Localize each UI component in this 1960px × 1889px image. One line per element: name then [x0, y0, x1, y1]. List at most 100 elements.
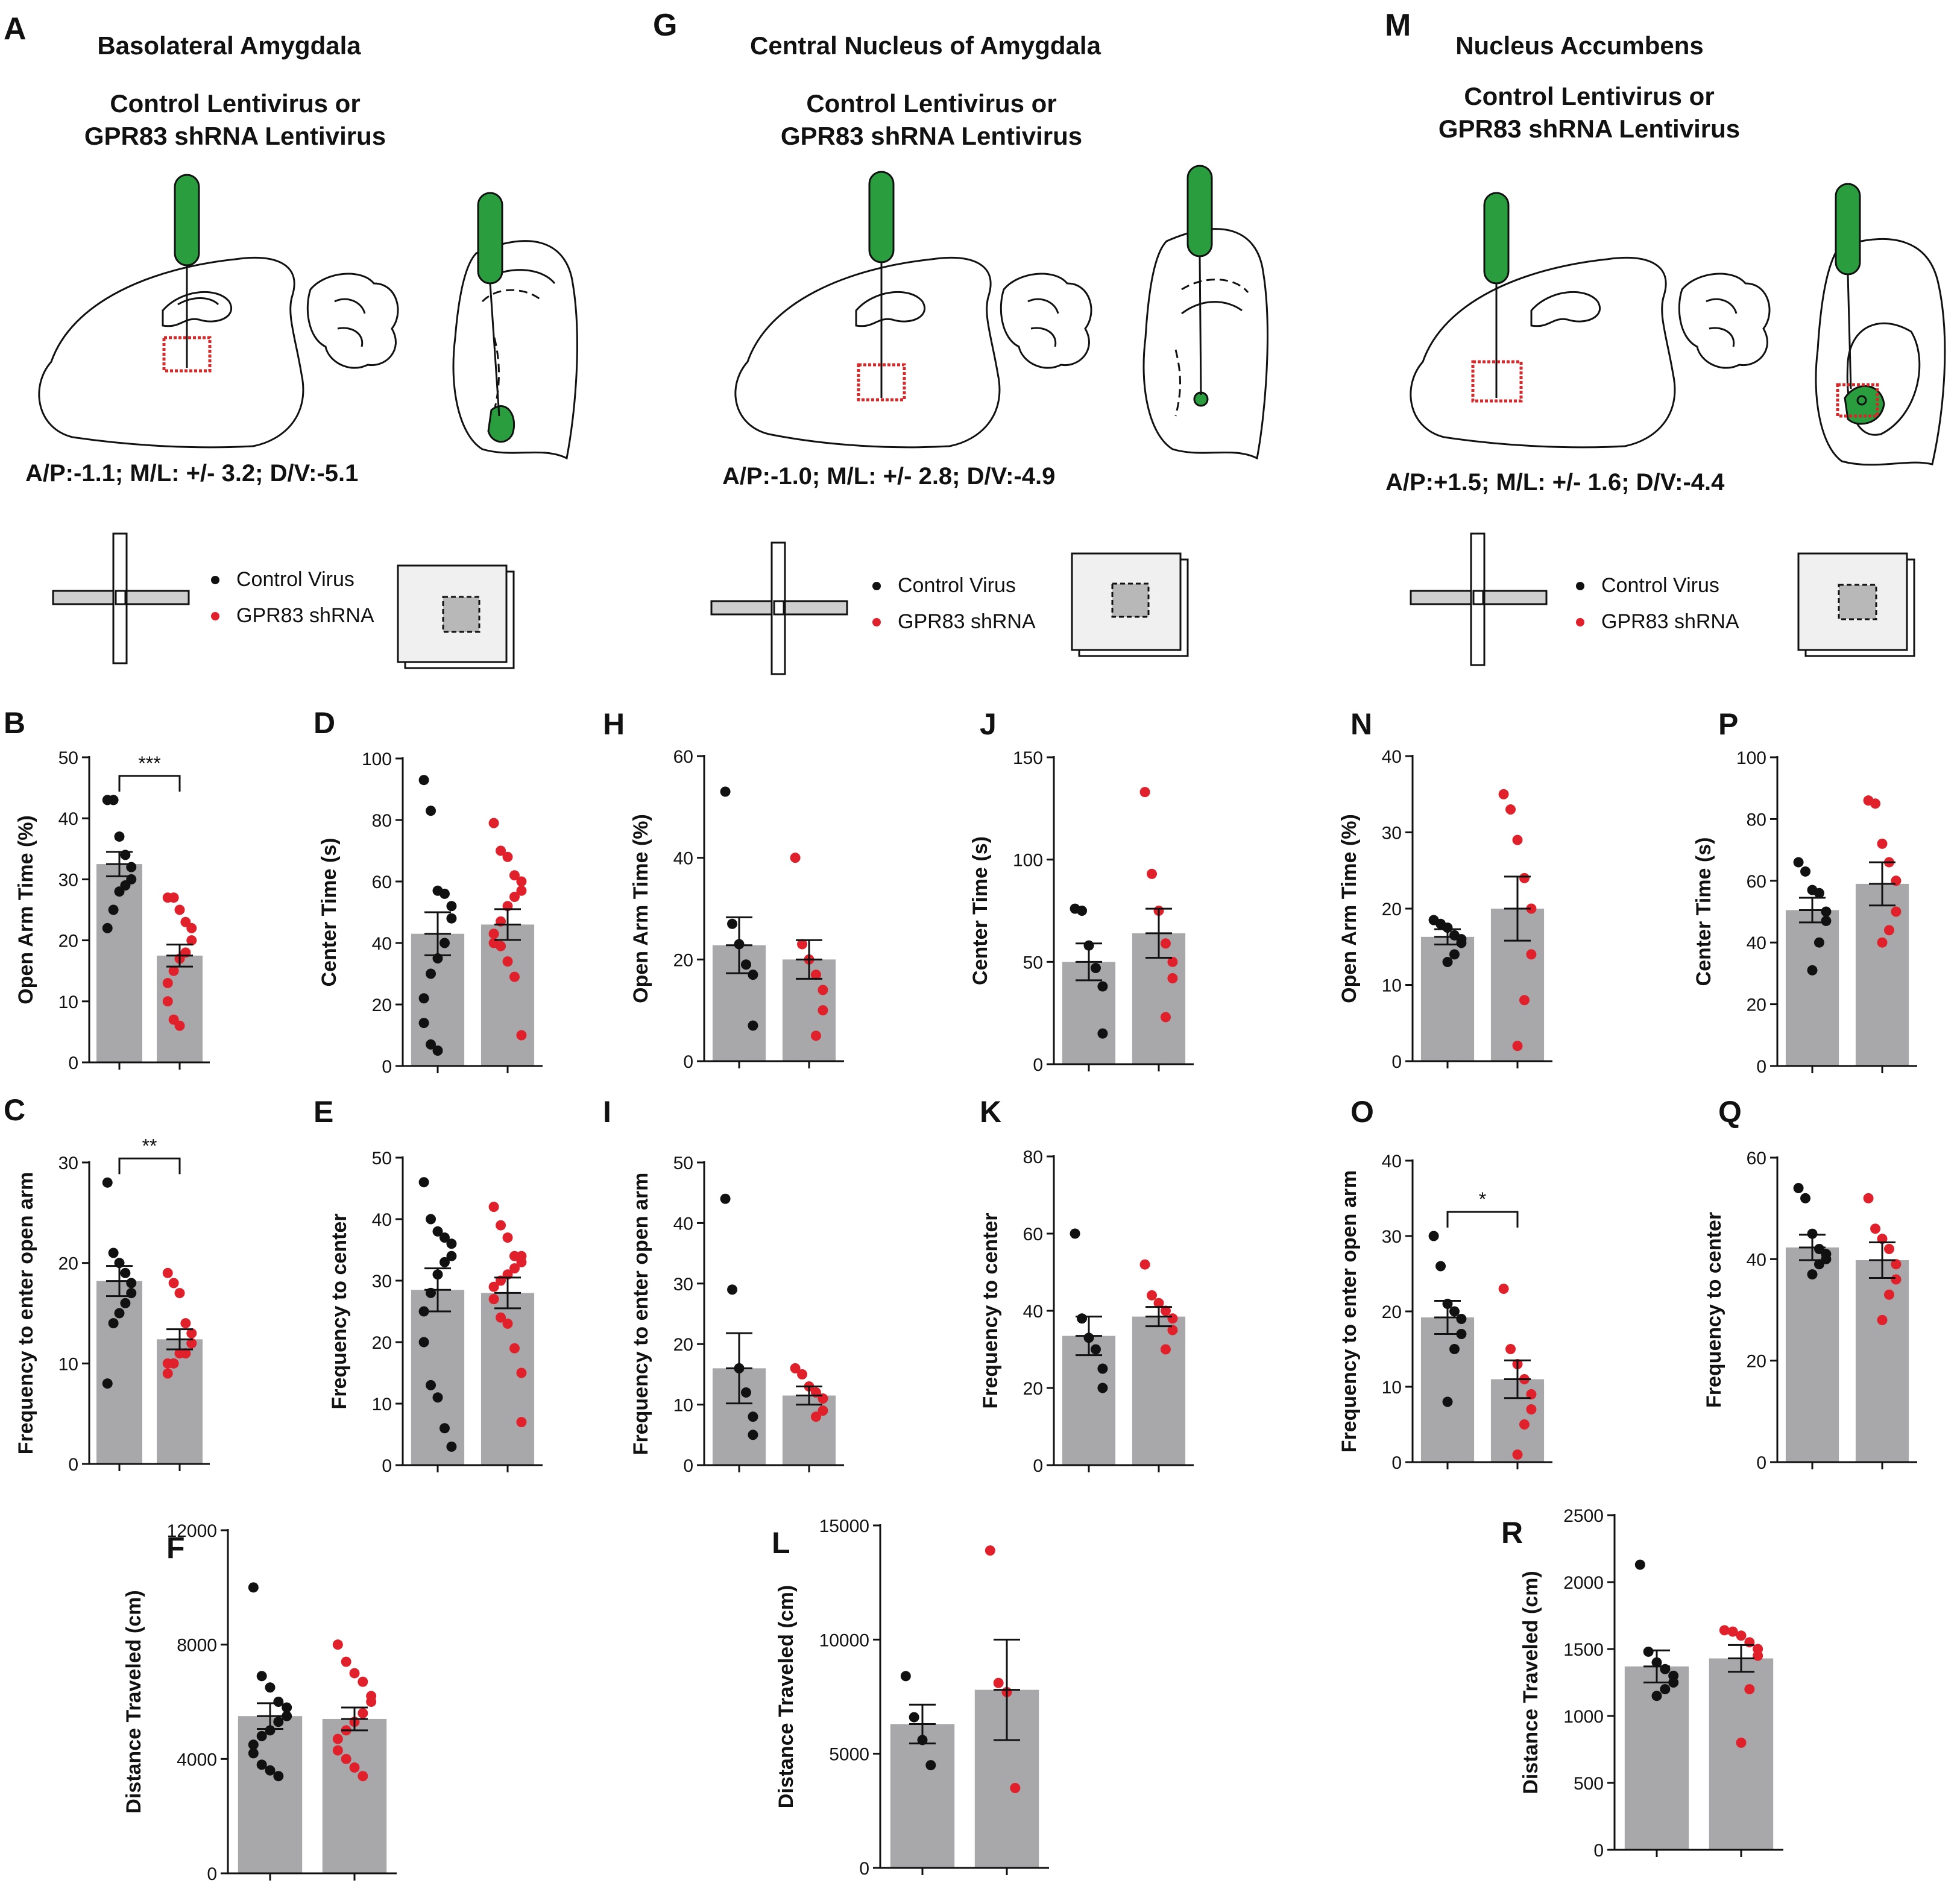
significance-bracket [1446, 1211, 1519, 1228]
panel-letter-G: G [653, 8, 678, 43]
data-point-shrna [496, 941, 506, 951]
y-tick-label: 40 [372, 934, 392, 954]
data-point-control [120, 1267, 131, 1278]
bar-shrna [322, 1718, 387, 1873]
data-point-shrna [790, 1363, 801, 1373]
data-point-control [426, 1214, 436, 1225]
y-tick-label: 0 [1756, 1057, 1766, 1077]
data-point-shrna [810, 1411, 821, 1422]
y-tick-label: 40 [1382, 1152, 1402, 1172]
probe-line [1199, 256, 1202, 396]
data-point-control [256, 1730, 267, 1741]
y-tick-label: 0 [1033, 1055, 1043, 1075]
y-tick-label: 30 [58, 870, 78, 890]
data-point-shrna [516, 1367, 527, 1378]
y-tick-label: 10 [673, 1396, 693, 1416]
panel-letter-I: I [603, 1095, 611, 1129]
panel-letter-B: B [4, 706, 25, 740]
bar-control [1420, 936, 1475, 1061]
data-point-shrna [162, 1358, 173, 1369]
data-point-control [102, 1378, 113, 1389]
target-box [1836, 383, 1879, 418]
y-tick-label: 5000 [829, 1745, 869, 1765]
legend-shrna-bla: GPR83 shRNA [211, 604, 374, 628]
y-axis-label: Center Time (s) [969, 836, 992, 985]
significance-bracket [118, 1157, 181, 1175]
sagittal-brain-schematic-nac [1410, 257, 1771, 449]
data-point-control [108, 795, 119, 806]
data-point-control [1793, 1183, 1804, 1193]
data-point-shrna [358, 1771, 368, 1782]
data-point-control [439, 1257, 450, 1267]
data-point-control [748, 970, 758, 980]
data-point-shrna [509, 870, 520, 881]
probe-body-icon [477, 192, 503, 285]
probe-body-icon [1483, 192, 1510, 285]
data-point-control [248, 1748, 259, 1759]
data-point-shrna [1147, 868, 1158, 879]
data-point-shrna [502, 851, 513, 862]
data-point-control [1800, 1193, 1811, 1203]
target-region-shape [1844, 385, 1885, 425]
data-point-control [418, 1306, 429, 1317]
data-point-shrna [1753, 1650, 1763, 1661]
y-tick-label: 60 [372, 872, 392, 892]
data-point-control [1449, 949, 1460, 960]
y-axis-label: Frequency to center [328, 1214, 351, 1410]
y-tick-label: 12000 [167, 1521, 217, 1541]
data-point-control [418, 775, 429, 786]
coords-cea: A/P:-1.0; M/L: +/- 2.8; D/V:-4.9 [722, 463, 1056, 490]
data-point-shrna [1498, 1284, 1509, 1294]
bar-shrna [1132, 1316, 1186, 1465]
data-point-shrna [797, 1369, 808, 1380]
significance-label: ** [142, 1135, 157, 1156]
data-point-shrna [349, 1668, 360, 1679]
data-point-shrna [1891, 1274, 1902, 1285]
data-point-control [418, 1337, 429, 1348]
data-point-control [1668, 1677, 1679, 1688]
data-point-shrna [162, 1267, 173, 1278]
y-tick-label: 0 [1756, 1453, 1766, 1473]
data-point-shrna [818, 985, 828, 995]
legend-shrna-nac: GPR83 shRNA [1576, 610, 1739, 634]
data-point-shrna [162, 977, 173, 988]
data-point-shrna [1519, 1419, 1530, 1430]
data-point-control [439, 888, 450, 899]
data-point-control [1807, 965, 1818, 976]
y-tick-label: 40 [1747, 933, 1766, 953]
y-tick-label: 0 [68, 1053, 78, 1073]
data-point-shrna [174, 1020, 185, 1031]
panel-letter-F: F [166, 1531, 185, 1565]
data-point-shrna [509, 1263, 520, 1274]
y-tick-label: 0 [382, 1456, 392, 1476]
y-tick-label: 50 [372, 1149, 392, 1168]
data-point-shrna [1010, 1782, 1021, 1793]
data-point-shrna [1877, 1234, 1888, 1244]
data-point-shrna [162, 1368, 173, 1379]
data-point-shrna [516, 1030, 527, 1041]
data-point-shrna [1512, 834, 1523, 845]
data-point-shrna [180, 1318, 191, 1329]
data-point-shrna [1139, 1259, 1150, 1270]
data-point-shrna [1512, 1449, 1523, 1460]
target-marker [1856, 395, 1867, 406]
data-point-shrna [1863, 1193, 1874, 1203]
data-point-shrna [1167, 973, 1178, 983]
bar-control [411, 1290, 465, 1465]
data-point-shrna [516, 876, 527, 887]
y-tick-label: 40 [372, 1210, 392, 1230]
data-point-control [432, 1045, 443, 1056]
data-point-control [446, 913, 457, 924]
probe-body-icon [174, 174, 200, 266]
coronal-brain-schematic-cea [1142, 228, 1268, 460]
y-tick-label: 150 [1013, 748, 1043, 768]
data-point-shrna [993, 1677, 1004, 1688]
data-point-shrna [509, 971, 520, 982]
y-tick-label: 80 [1023, 1147, 1043, 1167]
data-point-control [1813, 937, 1824, 948]
y-tick-label: 20 [58, 1254, 78, 1274]
data-point-shrna [1153, 1298, 1164, 1308]
y-tick-label: 80 [372, 811, 392, 831]
